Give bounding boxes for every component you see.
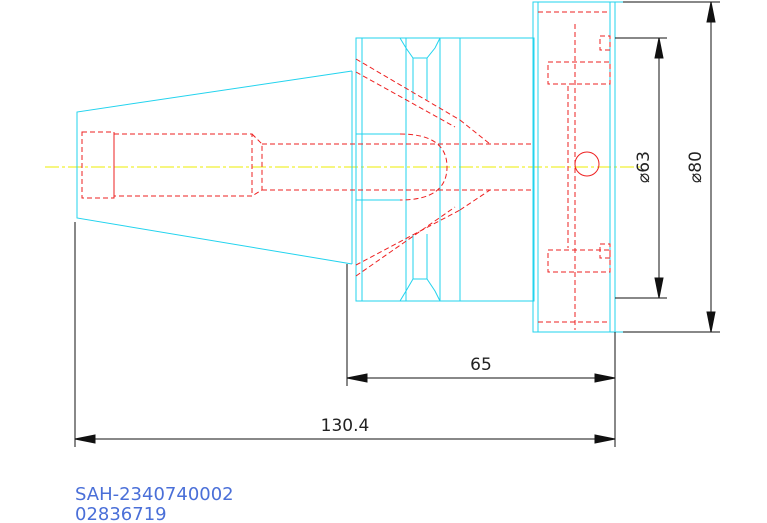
overall-length-label: 130.4	[321, 416, 370, 436]
taper-outline	[76, 70, 353, 265]
flange-outline	[532, 1, 616, 333]
shank-length-label: 65	[470, 355, 492, 375]
bolt-circle-diameter-label: ⌀63	[634, 151, 654, 183]
dimension-shank-length	[346, 264, 616, 386]
dimension-flange	[623, 1, 720, 333]
dimension-overall-length	[74, 222, 616, 447]
groove-bottom	[399, 278, 441, 302]
hidden-bolt-bottom	[547, 249, 611, 273]
hidden-bore	[81, 131, 115, 199]
part-code: SAH-2340740002	[75, 484, 234, 505]
flange-diameter-label: ⌀80	[686, 151, 706, 183]
dimension-bolt-circle	[615, 37, 667, 299]
cross-hole	[574, 151, 600, 177]
part-number: 02836719	[75, 504, 167, 523]
shank-body	[355, 37, 535, 302]
hidden-bolt-top	[547, 61, 611, 85]
hidden-lines	[81, 11, 611, 330]
hidden-chamfer-bottom	[355, 209, 461, 266]
hidden-chamfer-top	[355, 58, 461, 121]
tool-holder-outline	[76, 1, 623, 333]
groove-top	[399, 37, 441, 59]
